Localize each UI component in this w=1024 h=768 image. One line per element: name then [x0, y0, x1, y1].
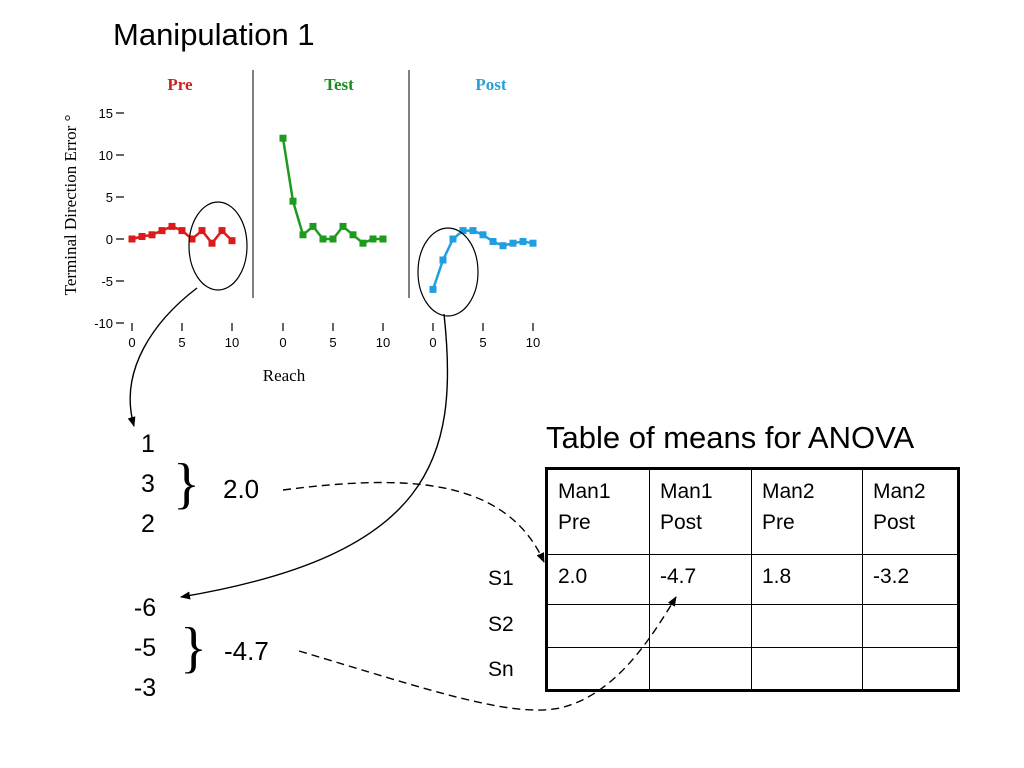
data-point — [168, 222, 176, 230]
series-line — [281, 138, 383, 245]
data-point — [359, 239, 367, 247]
table-row — [546, 604, 959, 648]
data-point — [138, 232, 146, 240]
data-point — [499, 242, 507, 250]
row-label-sn: Sn — [488, 658, 514, 681]
data-point — [289, 197, 297, 205]
data-point — [339, 222, 347, 230]
pre-mean-dashed-arrow — [282, 481, 545, 563]
pre-brace: } — [173, 453, 200, 515]
panel-title: Pre — [167, 75, 193, 94]
pre-value: 2 — [141, 510, 155, 538]
pre-value: 3 — [141, 470, 155, 498]
table-cell: -4.7 — [649, 554, 752, 605]
x-tick-label: 0 — [279, 335, 286, 350]
slide-title: Manipulation 1 — [113, 17, 315, 52]
data-point — [309, 222, 317, 230]
data-point — [228, 237, 236, 245]
data-point — [459, 227, 467, 235]
table-row — [546, 647, 959, 691]
data-point — [178, 227, 186, 235]
table-title: Table of means for ANOVA — [546, 420, 915, 455]
data-point — [188, 235, 196, 243]
x-tick-label: 0 — [429, 335, 436, 350]
x-tick-label: 5 — [479, 335, 486, 350]
y-tick-label: 5 — [106, 190, 113, 205]
post-arrow — [180, 313, 449, 600]
y-tick-label: -5 — [101, 274, 113, 289]
x-tick-label: 10 — [376, 335, 390, 350]
data-point — [299, 231, 307, 239]
data-point — [369, 235, 377, 243]
table-cell — [751, 647, 863, 691]
pre-arrow — [127, 287, 198, 427]
post-value: -6 — [133, 594, 157, 622]
post-highlight-ellipse — [417, 227, 479, 317]
data-point — [128, 235, 136, 243]
data-point — [449, 235, 457, 243]
data-point — [469, 227, 477, 235]
x-tick-label: 5 — [178, 335, 185, 350]
data-point — [198, 227, 206, 235]
x-tick-label: 10 — [225, 335, 239, 350]
post-value: -5 — [133, 634, 157, 662]
table-cell: 2.0 — [546, 554, 650, 605]
data-point — [489, 238, 497, 246]
table-cell — [862, 647, 959, 691]
data-point — [519, 238, 527, 246]
post-values-list: -6 -5 -3 — [125, 588, 165, 708]
data-point — [158, 227, 166, 235]
data-point — [439, 256, 447, 264]
data-point — [218, 227, 226, 235]
data-point — [509, 239, 517, 247]
table-cell — [649, 647, 752, 691]
data-point — [148, 231, 156, 239]
panel-title: Test — [324, 75, 354, 94]
table-cell: 1.8 — [751, 554, 863, 605]
y-tick-label: 0 — [106, 232, 113, 247]
panel-title: Post — [475, 75, 507, 94]
data-point — [349, 231, 357, 239]
data-point — [279, 134, 287, 142]
table-cell — [546, 604, 650, 648]
post-mean: -4.7 — [224, 636, 269, 666]
post-value: -3 — [133, 674, 157, 702]
data-point — [379, 235, 387, 243]
y-tick-label: 10 — [99, 148, 113, 163]
data-point — [319, 235, 327, 243]
pre-mean: 2.0 — [223, 474, 260, 504]
table-cell — [751, 604, 863, 648]
table-cell: -3.2 — [862, 554, 959, 605]
post-brace: } — [180, 617, 207, 679]
x-tick-label: 5 — [329, 335, 336, 350]
y-tick-label: 15 — [99, 106, 113, 121]
data-point — [429, 285, 437, 293]
series-line — [431, 229, 534, 290]
data-point — [208, 239, 216, 247]
y-tick-label: -10 — [94, 316, 113, 331]
x-tick-label: 0 — [128, 335, 135, 350]
table-cell — [862, 604, 959, 648]
table-row: 2.0 -4.7 1.8 -3.2 — [546, 554, 959, 605]
pre-values-list: 1 3 2 — [128, 424, 168, 544]
table-cell — [546, 647, 650, 691]
x-tick-label: 10 — [526, 335, 540, 350]
data-point — [479, 231, 487, 239]
pre-value: 1 — [141, 430, 155, 458]
data-point — [529, 239, 537, 247]
row-label-s2: S2 — [488, 613, 514, 636]
data-point — [329, 235, 337, 243]
pre-highlight-ellipse — [188, 201, 248, 291]
x-axis-label: Reach — [263, 366, 306, 385]
row-label-s1: S1 — [488, 567, 514, 590]
y-axis-label: Terminal Direction Error ° — [61, 115, 80, 296]
table-cell — [649, 604, 752, 648]
